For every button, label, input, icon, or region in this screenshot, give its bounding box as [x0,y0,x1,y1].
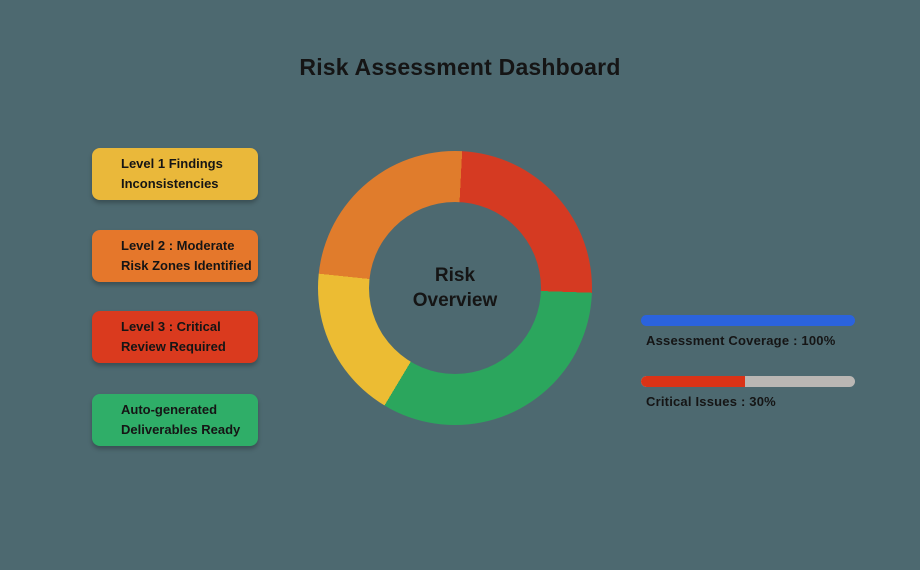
donut-center-label-line-1: Risk [434,265,476,286]
legend-card-level-2-line-2: Risk Zones Identified [121,258,252,273]
legend-card-level-3-line-1: Level 3 : Critical [121,319,221,334]
legend-card-level-2: Level 2 : Moderate Risk Zones Identified [92,230,258,282]
legend-card-auto-generated-line-2: Deliverables Ready [121,422,241,437]
critical-issues-progress: Critical Issues : 30% [641,376,855,409]
critical-issues-bar-track [641,376,855,387]
legend-card-level-3-line-2: Review Required [121,339,226,354]
assessment-coverage-progress: Assessment Coverage : 100% [641,315,855,348]
legend-card-level-1-line-1: Level 1 Findings [121,156,223,171]
legend-card-level-2-line-1: Level 2 : Moderate [121,238,235,253]
assessment-coverage-bar-track [641,315,855,326]
legend-card-level-1-line-2: Inconsistencies [121,176,219,191]
critical-issues-label: Critical Issues : 30% [646,394,776,409]
legend-card-auto-generated-line-1: Auto-generated [121,402,218,417]
legend-card-level-3: Level 3 : Critical Review Required [92,311,258,363]
risk-overview-donut-chart: Risk Overview [318,151,592,425]
page-title: Risk Assessment Dashboard [299,54,621,80]
legend-card-level-1: Level 1 Findings Inconsistencies [92,148,258,200]
assessment-coverage-bar-fill [641,315,855,326]
critical-issues-bar-fill [641,376,745,387]
donut-center-label: Risk Overview [369,202,541,374]
assessment-coverage-label: Assessment Coverage : 100% [646,333,836,348]
donut-center-label-line-2: Overview [412,290,498,311]
legend-card-auto-generated: Auto-generated Deliverables Ready [92,394,258,446]
